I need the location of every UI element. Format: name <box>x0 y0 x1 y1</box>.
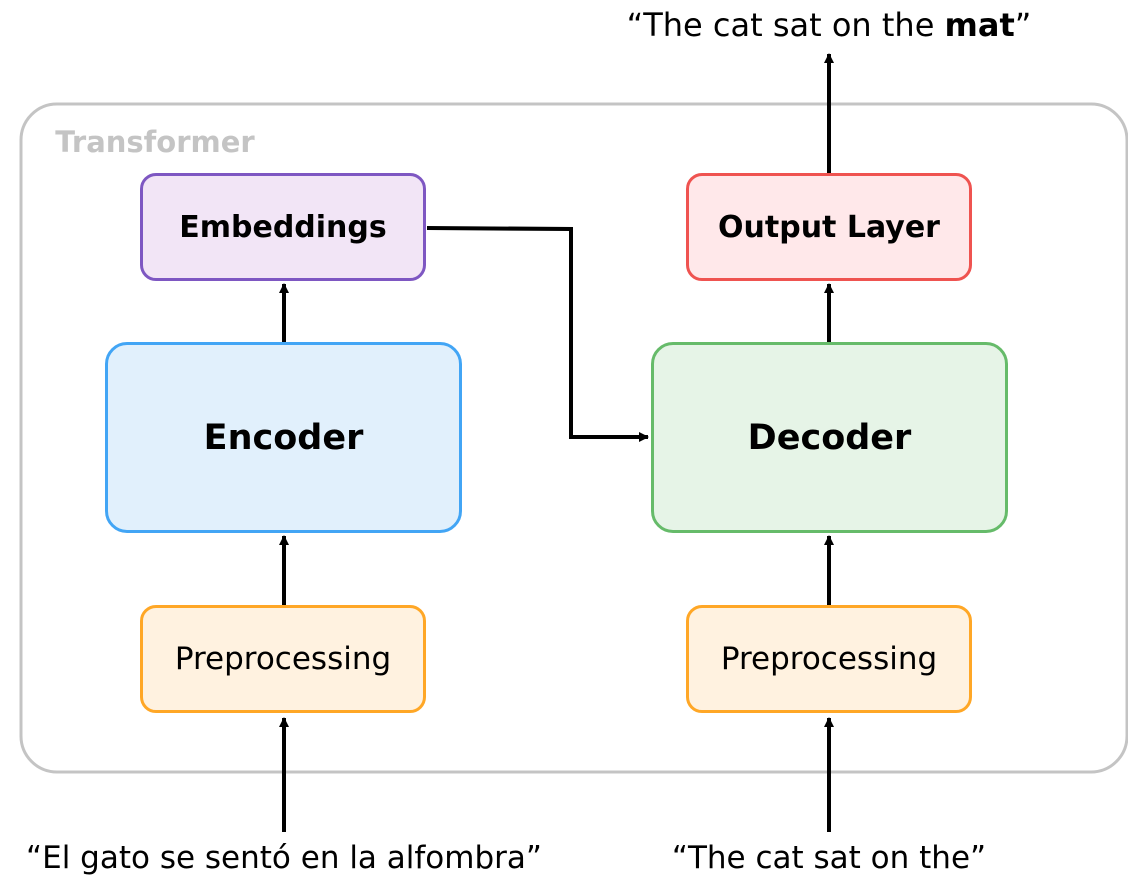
edge-embeddings-to-decoder <box>426 226 649 442</box>
preprocessing-right-label: Preprocessing <box>720 641 938 677</box>
output-text-predicted-word: mat <box>944 6 1015 44</box>
output-text-prefix: “The cat sat on the <box>626 6 945 44</box>
input-source-text: “El gato se sentó en la alfombra” <box>26 840 542 876</box>
embeddings-label: Embeddings <box>179 209 387 245</box>
preprocessing-left-node: Preprocessing <box>140 605 426 713</box>
preprocessing-right-node: Preprocessing <box>686 605 972 713</box>
output-text: “The cat sat on the mat” <box>627 6 1032 44</box>
transformer-container <box>19 102 1128 774</box>
output-layer-label: Output Layer <box>718 209 940 245</box>
container-label: Transformer <box>55 125 255 159</box>
decoder-label: Decoder <box>747 417 912 458</box>
decoder-node: Decoder <box>651 342 1008 533</box>
encoder-label: Encoder <box>203 417 364 458</box>
embeddings-node: Embeddings <box>140 173 426 281</box>
encoder-node: Encoder <box>105 342 462 533</box>
output-text-suffix: ” <box>1014 6 1032 44</box>
preprocessing-left-label: Preprocessing <box>174 641 392 677</box>
output-layer-node: Output Layer <box>686 173 972 281</box>
input-target-text: “The cat sat on the” <box>671 840 987 876</box>
